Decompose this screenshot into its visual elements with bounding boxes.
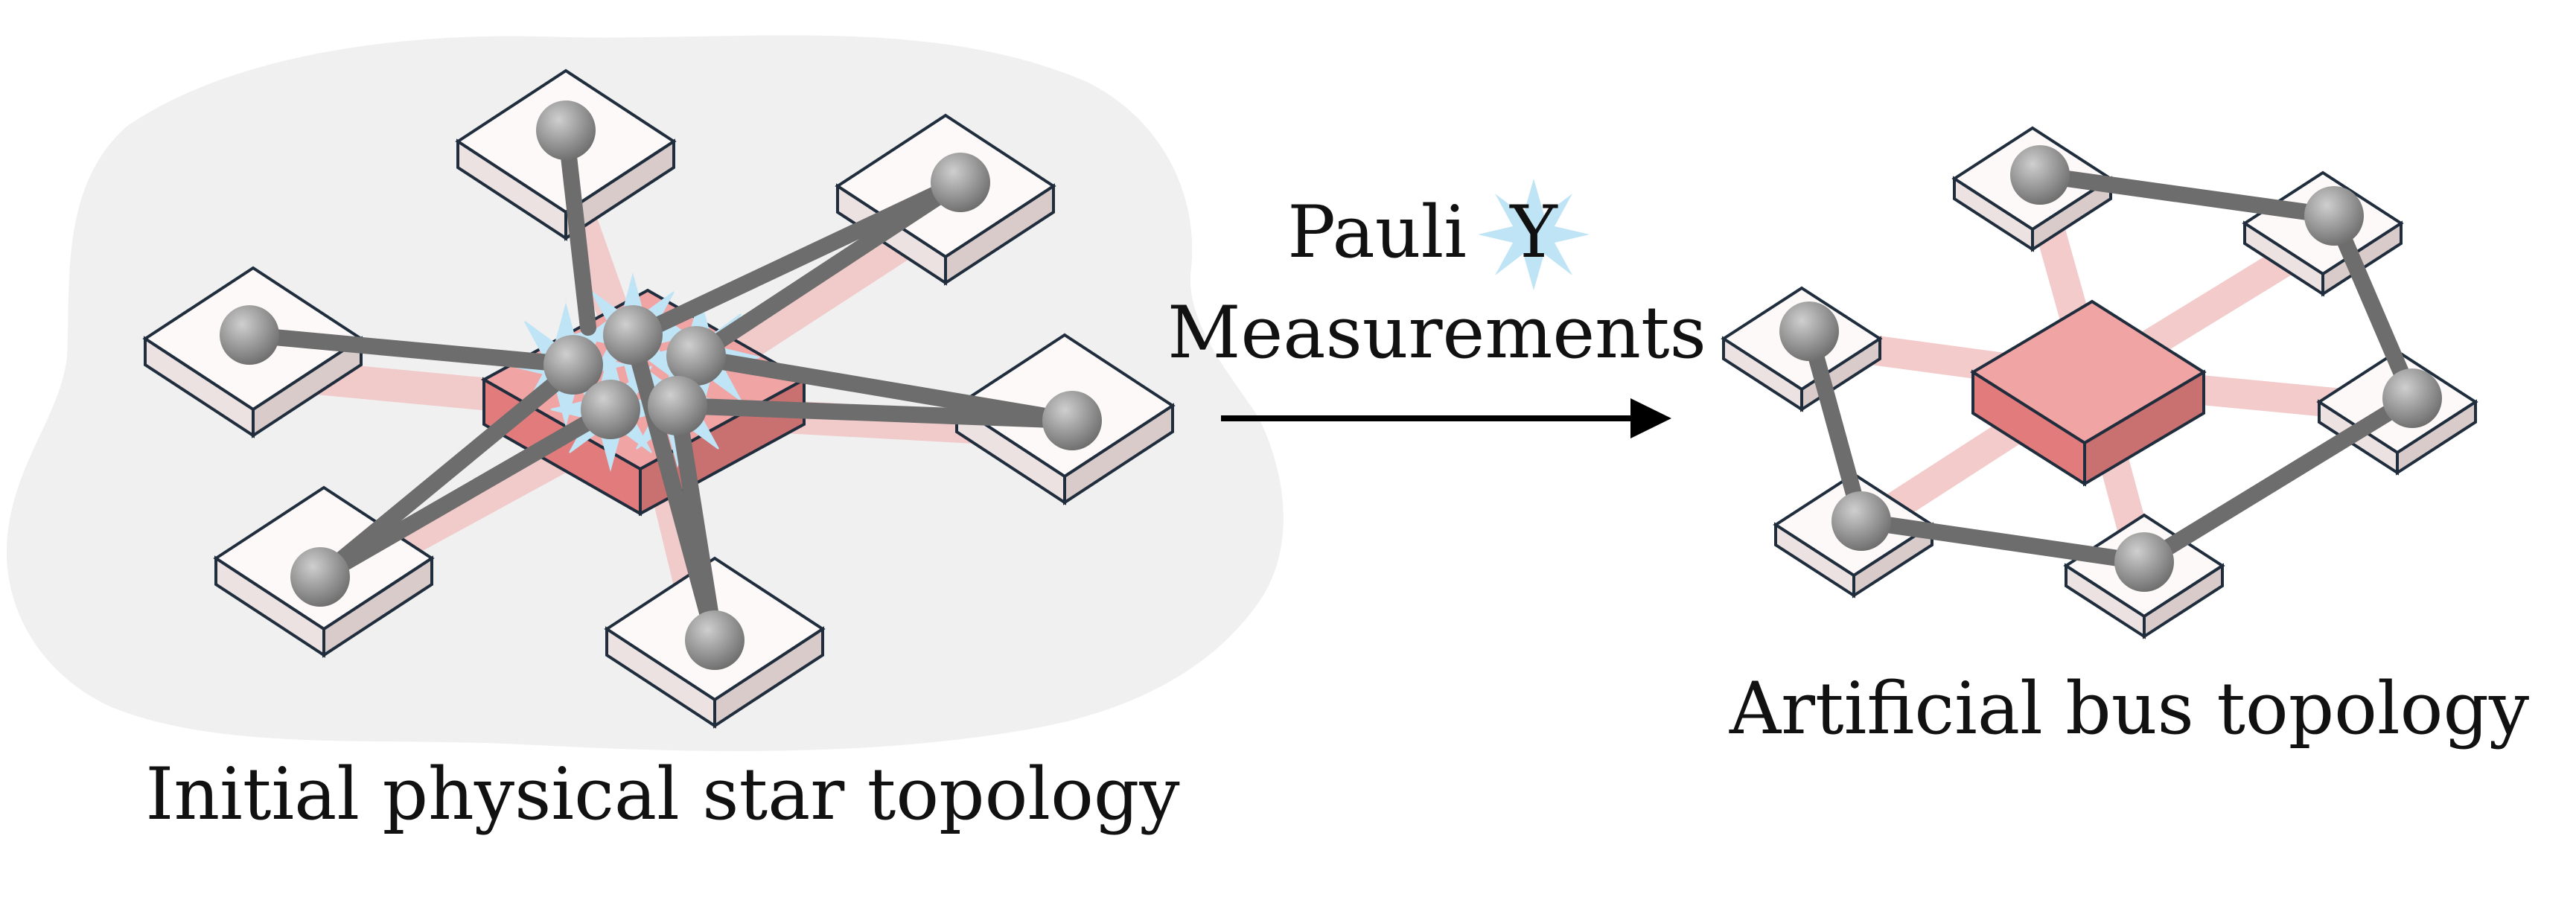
qubit [536, 100, 596, 160]
qubit [2382, 368, 2442, 428]
star-topology-panel: Initial physical star topology [6, 35, 1284, 836]
qubit-link-group [1801, 167, 2420, 570]
y-burst [1478, 179, 1590, 290]
qubit-link [558, 122, 596, 336]
right-caption: Artificial bus topology [1729, 667, 2529, 750]
qubit [1042, 391, 1102, 450]
qubit-link [669, 398, 1080, 429]
qubit [1831, 491, 1891, 551]
qubit-link [1853, 513, 2152, 570]
qubit [581, 380, 640, 439]
pad [954, 333, 1176, 505]
qubit-link [692, 174, 969, 362]
qubit-link [628, 174, 969, 343]
qubit [685, 610, 745, 670]
qubit-link [312, 401, 619, 585]
qubit [1779, 301, 1839, 361]
qubit-link [1801, 323, 1869, 529]
qubit [543, 335, 603, 395]
qubit-link-group [241, 122, 1080, 648]
qubit [2114, 532, 2174, 592]
qubit [2010, 145, 2070, 205]
qubit-link [241, 327, 581, 373]
left-caption: Initial physical star topology [145, 753, 1179, 836]
qubit [666, 326, 726, 386]
qubit-group [220, 100, 1102, 670]
qubit-link [2032, 167, 2342, 224]
hub-chip [1970, 299, 2207, 487]
pauli-label: Pauli [1287, 191, 1467, 274]
qubit [2304, 186, 2364, 246]
arrow-head [1630, 398, 1671, 438]
qubit-link [2136, 390, 2420, 570]
qubit [648, 376, 707, 435]
measurement-arrow-group: Pauli Y Measurements [1167, 179, 1706, 438]
qubit-link [312, 360, 581, 585]
qubit [603, 305, 663, 365]
qubit [290, 547, 350, 607]
qubit-link [2326, 208, 2420, 406]
pauli-y-symbol: Y [1508, 191, 1558, 274]
qubit [931, 153, 990, 212]
qubit [220, 305, 279, 365]
qubit-link [669, 398, 723, 648]
qubit-group [1779, 145, 2442, 592]
measurements-label: Measurements [1167, 291, 1706, 374]
bus-topology-panel: Artificial bus topology [1721, 126, 2529, 750]
